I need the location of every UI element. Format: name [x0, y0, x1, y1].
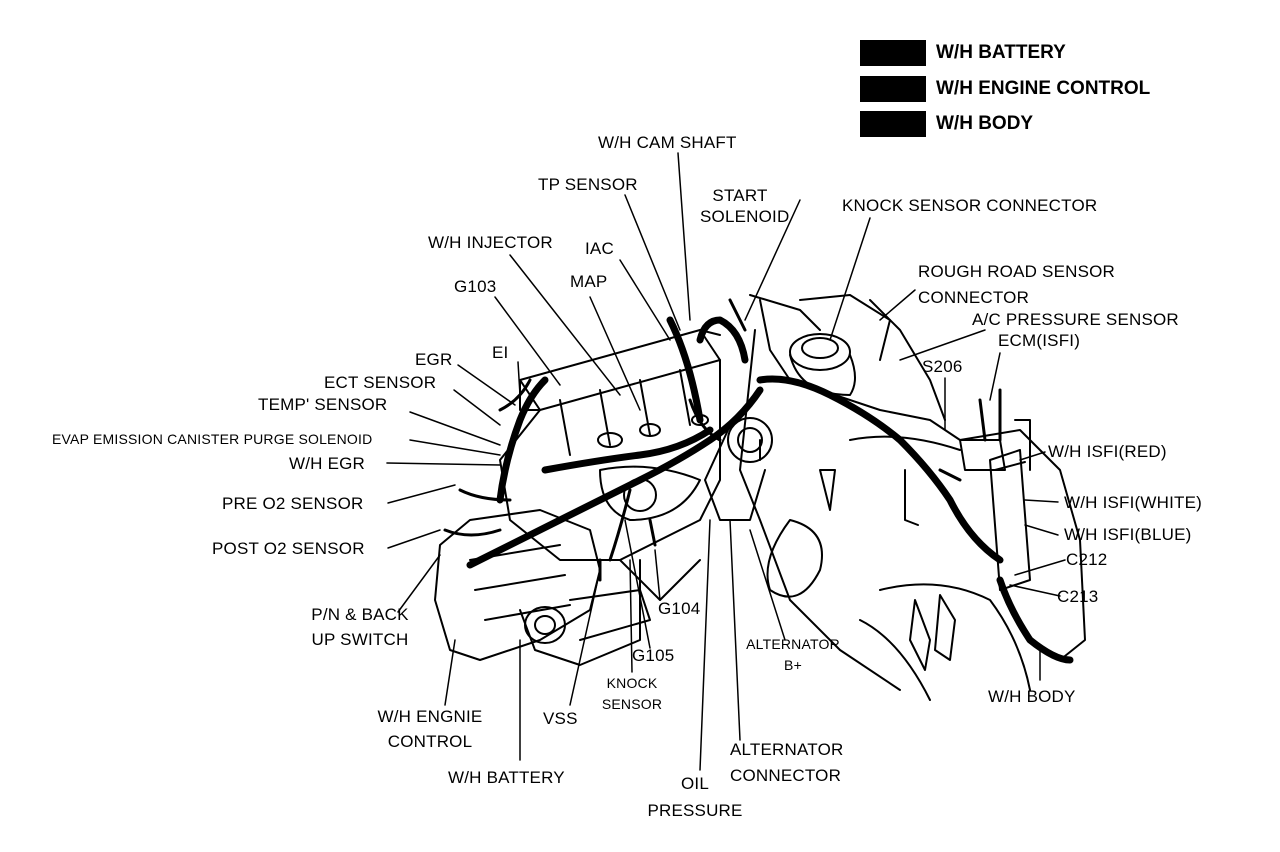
label-pn-backup-switch: P/N & BACK UP SWITCH: [290, 605, 430, 649]
ecm-module: [959, 419, 1031, 591]
label-start-solenoid-line1: START: [712, 186, 768, 205]
harness-engine-control: [466, 316, 1074, 664]
legend-swatch-body: [860, 111, 926, 137]
label-g105: G105: [632, 646, 675, 665]
label-wh-engine-line2: CONTROL: [387, 732, 473, 751]
label-wh-injector: W/H INJECTOR: [428, 233, 553, 252]
label-alternator-connector: ALTERNATOR CONNECTOR: [730, 740, 843, 785]
label-rough-road-line2: CONNECTOR: [918, 288, 1030, 307]
label-pn-line1: P/N & BACK: [311, 605, 409, 624]
label-rough-road-sensor: ROUGH ROAD SENSOR CONNECTOR: [918, 262, 1115, 307]
harness-branches: [443, 298, 1002, 582]
label-knock-sensor-connector: KNOCK SENSOR CONNECTOR: [842, 196, 1098, 215]
label-c212: C212: [1066, 550, 1108, 569]
label-wh-isfi-white: W/H ISFI(WHITE): [1064, 493, 1203, 512]
label-knock-line1: KNOCK: [606, 675, 658, 691]
label-wh-engine-line1: W/H ENGNIE: [377, 707, 483, 726]
legend-swatch-battery: [860, 40, 926, 66]
label-knock-sensor: KNOCK SENSOR: [592, 674, 672, 714]
label-g103: G103: [454, 277, 497, 296]
label-alt-conn-line2: CONNECTOR: [730, 766, 842, 785]
label-c213: C213: [1057, 587, 1099, 606]
label-iac: IAC: [585, 239, 614, 258]
label-s206: S206: [922, 357, 963, 376]
legend-label-battery: W/H BATTERY: [936, 42, 1066, 63]
label-wh-egr: W/H EGR: [289, 454, 366, 473]
label-wh-battery: W/H BATTERY: [448, 768, 565, 787]
label-wh-body: W/H BODY: [988, 687, 1076, 706]
label-oil-line1: OIL: [680, 774, 709, 793]
legend-label-body: W/H BODY: [936, 113, 1034, 134]
label-map: MAP: [570, 272, 608, 291]
label-oil-line2: PRESSURE: [647, 801, 743, 820]
label-egr: EGR: [415, 350, 453, 369]
label-knock-line2: SENSOR: [601, 696, 663, 712]
label-vss: VSS: [543, 709, 578, 728]
label-pre-o2-sensor: PRE O2 SENSOR: [222, 494, 364, 513]
label-g104: G104: [658, 599, 701, 618]
label-wh-cam-shaft: W/H CAM SHAFT: [598, 133, 737, 152]
legend-label-engine-control: W/H ENGINE CONTROL: [936, 78, 1151, 99]
label-ac-pressure-sensor: A/C PRESSURE SENSOR: [972, 310, 1179, 329]
label-ei: EI: [492, 343, 509, 362]
label-alt-b-line2: B+: [784, 657, 802, 673]
label-start-solenoid-line2: SOLENOID: [700, 207, 790, 226]
label-wh-engine-control: W/H ENGNIE CONTROL: [360, 707, 500, 751]
label-pn-line2: UP SWITCH: [311, 630, 409, 649]
label-post-o2-sensor: POST O2 SENSOR: [212, 539, 365, 558]
label-rough-road-line1: ROUGH ROAD SENSOR: [918, 262, 1116, 281]
label-temp-sensor: TEMP' SENSOR: [258, 395, 388, 414]
strut-tower: [749, 294, 891, 396]
label-alternator-b-plus: ALTERNATOR B+: [738, 635, 848, 675]
label-alt-b-line1: ALTERNATOR: [746, 636, 840, 652]
alternator: [704, 417, 773, 521]
label-wh-isfi-red: W/H ISFI(RED): [1048, 442, 1167, 461]
label-start-solenoid: START SOLENOID: [700, 186, 790, 226]
label-wh-isfi-blue: W/H ISFI(BLUE): [1064, 525, 1192, 544]
label-alt-conn-line1: ALTERNATOR: [730, 740, 844, 759]
legend-swatch-engine-control: [860, 76, 926, 102]
label-tp-sensor: TP SENSOR: [538, 175, 638, 194]
label-ecm-isfi: ECM(ISFI): [998, 331, 1081, 350]
leader-lines: [386, 152, 1066, 771]
label-ect-sensor: ECT SENSOR: [324, 373, 437, 392]
label-evap-purge-solenoid: EVAP EMISSION CANISTER PURGE SOLENOID: [52, 431, 373, 447]
label-oil-pressure: OIL PRESSURE: [630, 774, 760, 820]
transaxle: [434, 509, 651, 661]
